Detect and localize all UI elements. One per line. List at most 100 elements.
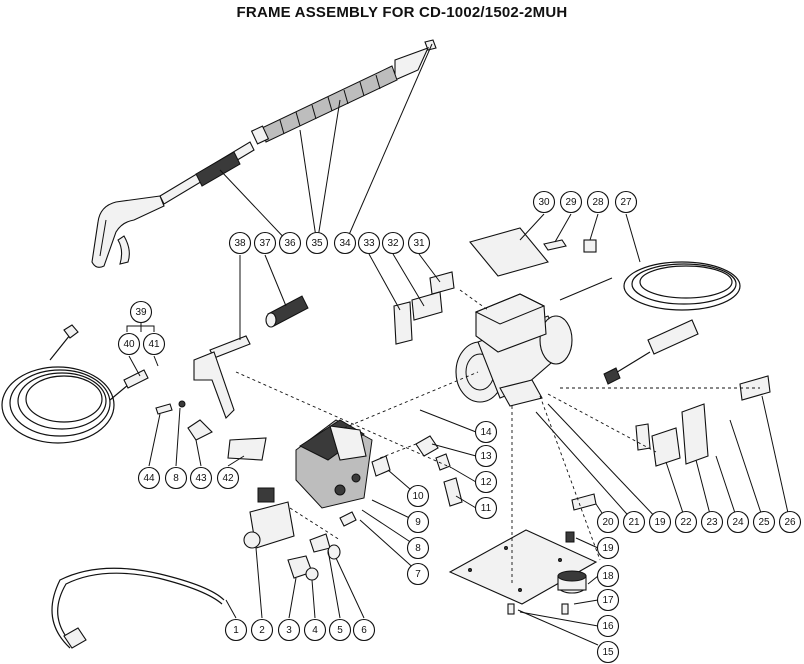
callout-42: 42 <box>216 466 240 490</box>
grip-and-tube <box>155 295 309 461</box>
callout-number: 40 <box>123 339 135 350</box>
callout-number: 32 <box>387 238 399 249</box>
callout-23: 23 <box>700 510 724 534</box>
callout-number: 8 <box>415 543 421 554</box>
callout-number: 30 <box>538 197 550 208</box>
callout-number: 15 <box>602 647 614 658</box>
callout-19: 19 <box>596 536 620 560</box>
callout-number: 18 <box>602 571 614 582</box>
callout-number: 33 <box>363 238 375 249</box>
callout-number: 8 <box>173 473 179 484</box>
callout-4: 4 <box>303 618 327 642</box>
callout-32: 32 <box>381 231 405 255</box>
callout-40: 40 <box>117 332 141 356</box>
callout-16: 16 <box>596 614 620 638</box>
callout-number: 24 <box>732 517 744 528</box>
electric-motor <box>455 277 613 407</box>
callout-number: 2 <box>259 625 265 636</box>
callout-8: 8 <box>164 466 188 490</box>
callout-10: 10 <box>406 484 430 508</box>
callout-37: 37 <box>253 231 277 255</box>
callout-number: 20 <box>602 517 614 528</box>
callout-26: 26 <box>778 510 802 534</box>
pump-assembly <box>295 419 391 509</box>
callout-20: 20 <box>596 510 620 534</box>
callout-7: 7 <box>406 562 430 586</box>
callout-12: 12 <box>474 470 498 494</box>
callout-number: 41 <box>148 339 160 350</box>
diagram-title: FRAME ASSEMBLY FOR CD-1002/1502-2MUH <box>236 4 568 21</box>
callout-8: 8 <box>406 536 430 560</box>
callout-number: 28 <box>592 197 604 208</box>
trigger-gun <box>91 195 165 268</box>
callout-1: 1 <box>224 618 248 642</box>
callout-18: 18 <box>596 564 620 588</box>
callout-31: 31 <box>407 231 431 255</box>
callout-number: 43 <box>195 473 207 484</box>
callout-number: 22 <box>680 517 692 528</box>
callout-5: 5 <box>328 618 352 642</box>
callout-number: 19 <box>602 543 614 554</box>
callout-34: 34 <box>333 231 357 255</box>
callout-number: 14 <box>480 427 492 438</box>
callout-number: 27 <box>620 197 632 208</box>
inlet-fittings <box>339 435 463 527</box>
callout-29: 29 <box>559 190 583 214</box>
callout-13: 13 <box>474 444 498 468</box>
callout-number: 37 <box>259 238 271 249</box>
callout-number: 4 <box>312 625 318 636</box>
callout-38: 38 <box>228 231 252 255</box>
callout-number: 9 <box>415 517 421 528</box>
callout-number: 5 <box>337 625 343 636</box>
callout-number: 31 <box>413 238 425 249</box>
callout-number: 39 <box>135 307 147 318</box>
spray-wand <box>159 39 437 205</box>
callout-number: 29 <box>565 197 577 208</box>
callout-19: 19 <box>648 510 672 534</box>
callout-number: 3 <box>286 625 292 636</box>
callout-number: 10 <box>412 491 424 502</box>
callout-33: 33 <box>357 231 381 255</box>
callout-43: 43 <box>189 466 213 490</box>
callout-35: 35 <box>305 231 329 255</box>
unloader-valve <box>243 487 341 581</box>
callout-30: 30 <box>532 190 556 214</box>
callout-number: 17 <box>602 595 614 606</box>
explode-lines <box>235 289 760 584</box>
callout-number: 21 <box>628 517 640 528</box>
callout-number: 25 <box>758 517 770 528</box>
callout-number: 16 <box>602 621 614 632</box>
callout-14: 14 <box>474 420 498 444</box>
callout-11: 11 <box>474 496 498 520</box>
callout-number: 1 <box>233 625 239 636</box>
callout-number: 26 <box>784 517 796 528</box>
callout-41: 41 <box>142 332 166 356</box>
callout-27: 27 <box>614 190 638 214</box>
callout-number: 44 <box>143 473 155 484</box>
callout-number: 34 <box>339 238 351 249</box>
callout-number: 42 <box>222 473 234 484</box>
callout-number: 38 <box>234 238 246 249</box>
callout-number: 6 <box>361 625 367 636</box>
base-plate <box>448 529 598 615</box>
callout-6: 6 <box>352 618 376 642</box>
callout-number: 23 <box>706 517 718 528</box>
callout-number: 11 <box>481 503 492 514</box>
callout-number: 7 <box>415 569 421 580</box>
callout-number: 35 <box>311 238 323 249</box>
decals <box>393 227 771 511</box>
callout-number: 13 <box>480 451 492 462</box>
power-cord-gfci <box>603 261 741 385</box>
callout-22: 22 <box>674 510 698 534</box>
callout-24: 24 <box>726 510 750 534</box>
high-pressure-hose-coil <box>1 324 149 444</box>
callout-number: 12 <box>480 477 492 488</box>
callout-15: 15 <box>596 640 620 664</box>
callout-36: 36 <box>278 231 302 255</box>
inlet-hose <box>51 567 225 649</box>
callout-9: 9 <box>406 510 430 534</box>
callout-3: 3 <box>277 618 301 642</box>
callout-number: 19 <box>654 517 666 528</box>
